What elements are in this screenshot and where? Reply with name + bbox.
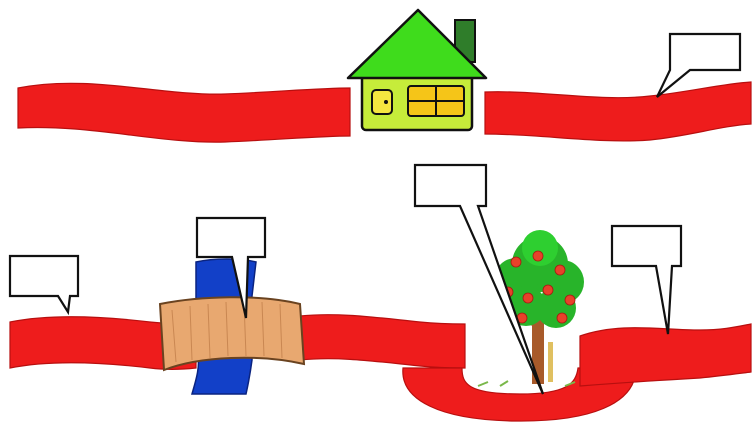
road-top-left (18, 83, 350, 142)
callout-right-road[interactable] (612, 226, 681, 334)
road-bottom-right (580, 324, 751, 386)
road-top-right (485, 82, 751, 141)
house-window (408, 86, 464, 116)
callout-left-road[interactable] (10, 256, 78, 312)
road-bottom-middle (300, 315, 465, 368)
house-icon (348, 10, 486, 130)
